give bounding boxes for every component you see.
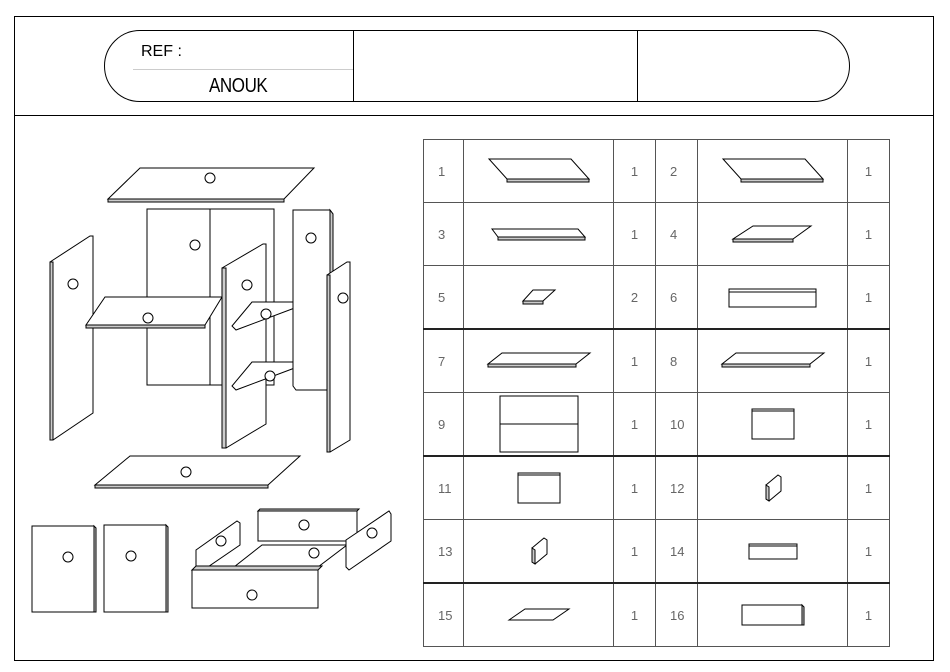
- part-number: 13: [424, 520, 464, 584]
- table-row: 1 1 2 1: [424, 140, 890, 203]
- part-number: 1: [424, 140, 464, 203]
- part-drawing: [698, 329, 848, 393]
- long-shelf-icon: [486, 351, 592, 371]
- center-divider-drawing: [222, 244, 266, 448]
- part-quantity: 1: [848, 583, 890, 647]
- part-quantity: 1: [614, 203, 656, 266]
- drawer-bottom-icon: [507, 607, 571, 623]
- part-number: 8: [656, 329, 698, 393]
- part-number: 6: [656, 266, 698, 330]
- part-quantity: 2: [614, 266, 656, 330]
- table-row: 5 2 6 1: [424, 266, 890, 330]
- part-number: 4: [656, 203, 698, 266]
- part-drawing: [698, 266, 848, 330]
- part-quantity: 1: [848, 203, 890, 266]
- part-drawing: [464, 456, 614, 520]
- part-drawing: [464, 266, 614, 330]
- right-side-panel-drawing: [327, 262, 350, 452]
- part-number: 5: [424, 266, 464, 330]
- part-number: 16: [656, 583, 698, 647]
- small-side-panel-icon: [762, 473, 784, 503]
- part-quantity: 1: [614, 329, 656, 393]
- double-drawer-front-icon: [498, 394, 580, 454]
- part-drawing: [464, 520, 614, 584]
- part-quantity: 1: [614, 140, 656, 203]
- part-number: 7: [424, 329, 464, 393]
- part-drawing: [698, 583, 848, 647]
- table-row: 13 1 14 1: [424, 520, 890, 584]
- table-row: 15 1 16 1: [424, 583, 890, 647]
- right-door-drawing: [104, 525, 168, 612]
- part-drawing: [698, 456, 848, 520]
- long-flat-panel-icon: [721, 157, 825, 185]
- part-quantity: 1: [848, 266, 890, 330]
- part-number: 10: [656, 393, 698, 457]
- skewed-shelf-icon: [731, 223, 815, 245]
- part-quantity: 1: [848, 520, 890, 584]
- left-side-panel-drawing: [50, 236, 93, 440]
- long-shelf-icon: [720, 351, 826, 371]
- drawer-assembly-drawing: [192, 509, 391, 608]
- part-quantity: 1: [614, 393, 656, 457]
- part-number: 15: [424, 583, 464, 647]
- table-row: 3 1 4 1: [424, 203, 890, 266]
- left-door-drawing: [32, 526, 96, 612]
- middle-shelf-drawing: [86, 297, 222, 328]
- small-side-panel-icon: [528, 536, 550, 566]
- part-drawing: [464, 393, 614, 457]
- square-door-icon: [750, 407, 796, 441]
- part-drawing: [464, 583, 614, 647]
- table-row: 7 1 8 1: [424, 329, 890, 393]
- part-number: 9: [424, 393, 464, 457]
- part-quantity: 1: [848, 456, 890, 520]
- part-number: 12: [656, 456, 698, 520]
- part-number: 2: [656, 140, 698, 203]
- part-quantity: 1: [848, 393, 890, 457]
- parts-list-table: 1 1 2 1 3 1 4: [423, 139, 890, 647]
- table-row: 11 1 12 1: [424, 456, 890, 520]
- part-drawing: [464, 329, 614, 393]
- part-drawing: [698, 203, 848, 266]
- square-door-icon: [516, 471, 562, 505]
- thin-flat-panel-icon: [490, 226, 588, 242]
- part-quantity: 1: [614, 583, 656, 647]
- part-number: 11: [424, 456, 464, 520]
- part-quantity: 1: [848, 140, 890, 203]
- long-flat-panel-icon: [487, 157, 591, 185]
- drawer-back-icon: [740, 603, 806, 627]
- part-drawing: [464, 140, 614, 203]
- part-number: 3: [424, 203, 464, 266]
- table-row: 9 1 10 1: [424, 393, 890, 457]
- part-quantity: 1: [614, 520, 656, 584]
- part-quantity: 1: [614, 456, 656, 520]
- drawer-front-icon: [747, 541, 799, 561]
- part-drawing: [698, 520, 848, 584]
- part-drawing: [698, 393, 848, 457]
- part-drawing: [698, 140, 848, 203]
- top-panel-drawing: [108, 168, 314, 202]
- small-square-panel-icon: [521, 288, 557, 306]
- bottom-panel-drawing: [95, 456, 300, 488]
- rectangular-front-panel-icon: [727, 285, 819, 309]
- part-drawing: [464, 203, 614, 266]
- part-quantity: 1: [848, 329, 890, 393]
- part-number: 14: [656, 520, 698, 584]
